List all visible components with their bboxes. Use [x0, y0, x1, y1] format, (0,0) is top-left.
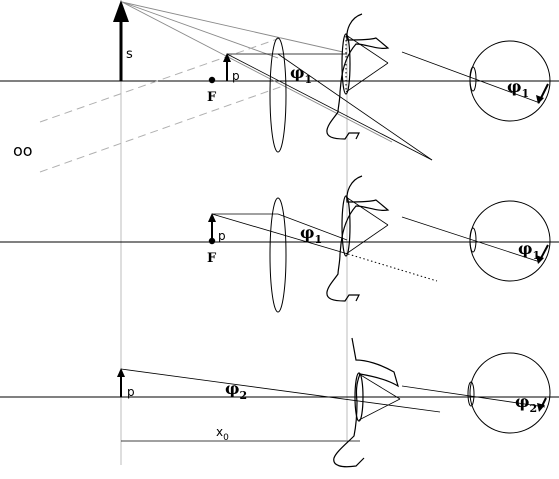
eye-angle-label-3: φ2	[515, 392, 537, 415]
image-p-label-2: p	[218, 229, 226, 243]
panel-1: s F p φ1 φ1	[0, 0, 559, 173]
ray-p-center-1	[226, 53, 433, 161]
ray-s-top-3	[121, 1, 279, 59]
image-p-label-1: p	[232, 69, 240, 83]
eye-lens-1	[341, 33, 351, 95]
ray-p-dotted-2	[347, 253, 438, 282]
focus-label-1: F	[207, 90, 217, 105]
image-p-arrowhead-1	[223, 53, 231, 62]
eye-cone-top-2	[345, 196, 389, 226]
eye-angle-label-1: φ1	[507, 77, 529, 100]
object-p-arrowhead-3	[117, 368, 125, 377]
line-of-sight-3	[401, 385, 546, 408]
eye-angle-label-2: φ1	[518, 239, 540, 262]
retina-arrowhead-2	[536, 255, 544, 264]
eyeball-lens-3	[467, 381, 475, 407]
eyeball-3	[469, 352, 551, 434]
infinity-label: oo	[13, 141, 33, 160]
distance-label: x0	[216, 425, 229, 443]
ray-p-refracted-2	[277, 213, 348, 241]
ray-s-top-2	[121, 1, 393, 143]
angle-label-1: φ1	[290, 63, 312, 86]
focus-label-2: F	[207, 251, 217, 266]
line-of-sight-2	[401, 216, 541, 263]
retina-arrowhead-1	[536, 95, 544, 104]
line-of-sight-1	[401, 51, 541, 104]
ray-p-center-2	[211, 213, 349, 255]
object-s-arrowhead	[113, 0, 129, 22]
angle-label-3: φ2	[225, 379, 247, 402]
eye-cone-top-1	[345, 34, 389, 64]
angle-label-2: φ1	[300, 223, 322, 246]
eye-cone-bottom-3	[358, 398, 401, 421]
ray-p-refracted-1	[277, 53, 433, 161]
face-profile-2	[326, 175, 390, 302]
eye-cone-top-3	[358, 373, 401, 400]
ray-p-eye-3	[120, 368, 441, 413]
eye-lens-2	[341, 195, 351, 257]
eye-cone-bottom-1	[345, 62, 389, 93]
object-s-label: s	[126, 47, 133, 62]
object-p-label-3: p	[127, 385, 135, 399]
retina-arrowhead-3	[537, 403, 545, 412]
magnifier-lens-1	[269, 37, 287, 153]
eye-lens-3	[354, 372, 364, 422]
face-profile-1	[326, 13, 390, 140]
panel-2: F p φ1 φ1	[0, 175, 559, 313]
face-profile-3	[333, 337, 399, 468]
ray-infinity-2	[39, 85, 284, 173]
eye-cone-bottom-2	[345, 224, 389, 255]
image-p-arrowhead-2	[208, 213, 216, 222]
ray-infinity-1	[39, 36, 284, 123]
eyeball-2	[469, 200, 551, 282]
magnifier-lens-2	[269, 197, 287, 313]
panel-3: p φ2 x0 φ2	[0, 337, 559, 468]
eyeball-lens-2	[469, 227, 477, 253]
focus-point-1	[208, 76, 216, 84]
ray-s-top-1	[121, 1, 344, 53]
